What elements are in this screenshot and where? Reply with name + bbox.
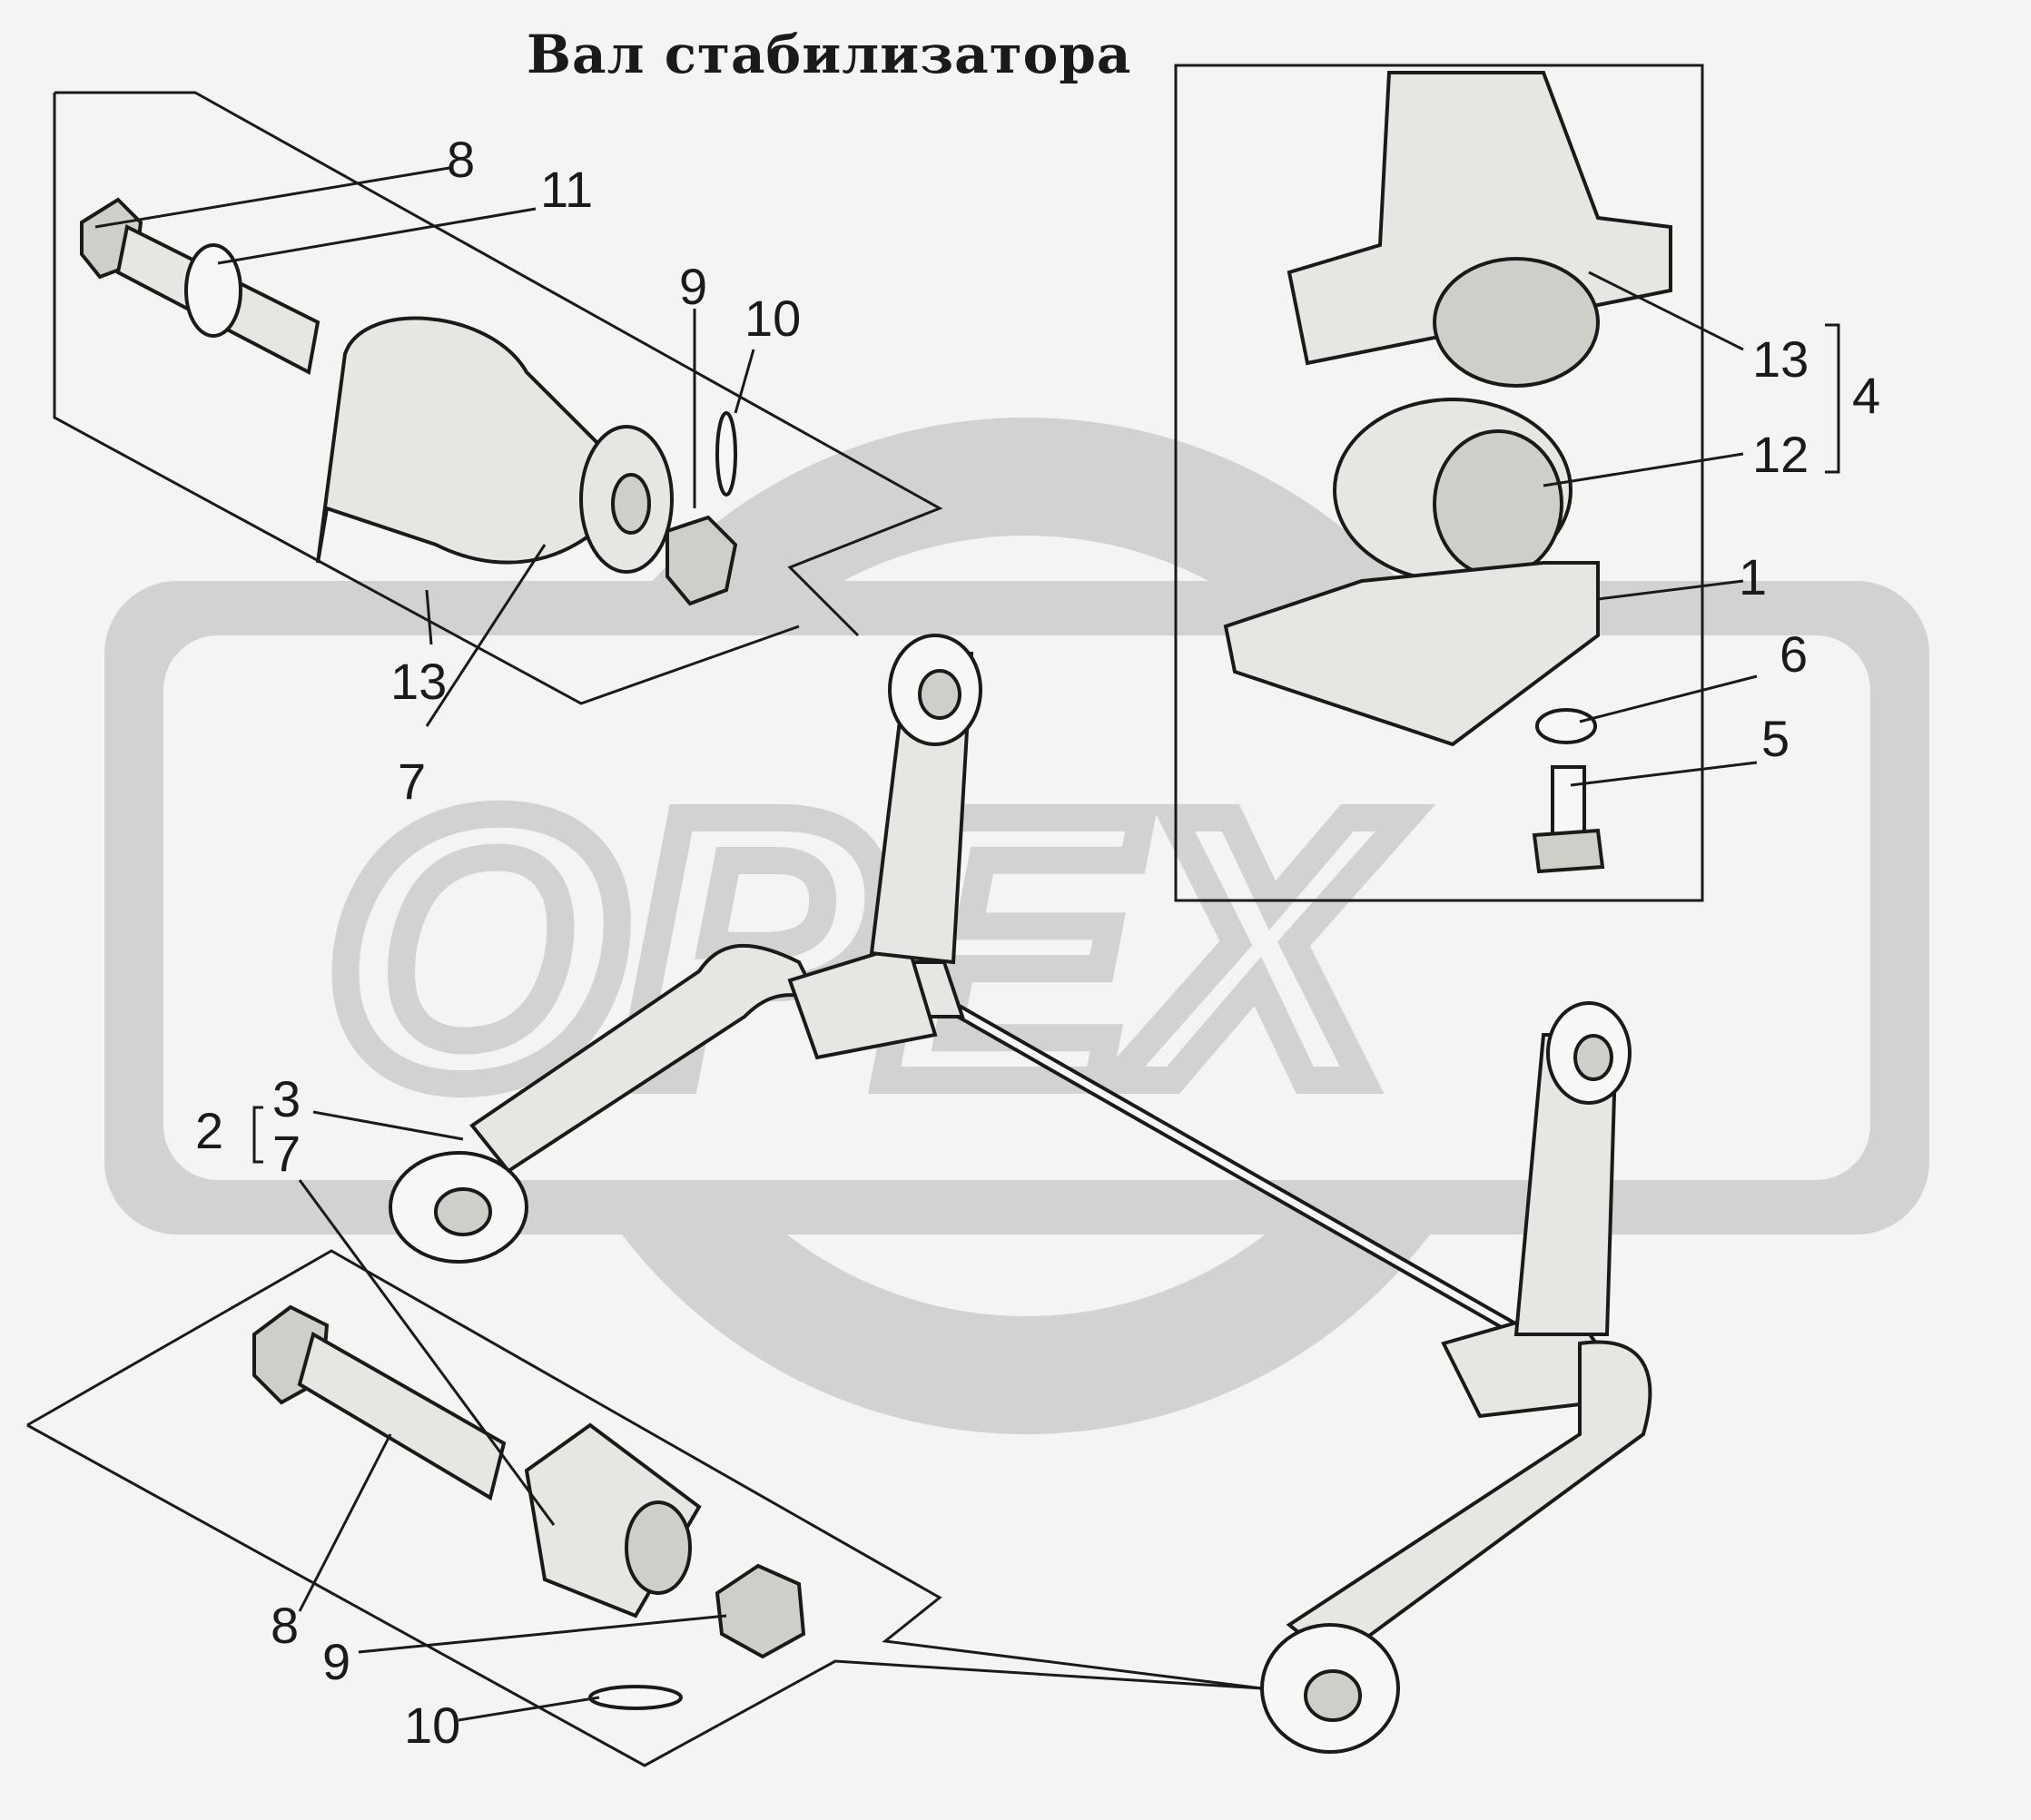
inset-bottom-left-frame-b	[26, 1423, 1263, 1767]
leader-8-bottom	[298, 1433, 392, 1612]
leader-10-bottom	[458, 1696, 600, 1722]
bolt-5-shank	[1551, 765, 1586, 837]
inset-top-right-parts	[1223, 71, 1672, 874]
diagram-title: Вал стабилизатора	[527, 24, 1132, 85]
callout-3: 3	[272, 1070, 301, 1127]
bushing-7-top-hole	[611, 473, 651, 535]
callout-12: 12	[1752, 426, 1809, 483]
right-lever-eye-hole	[1304, 1669, 1362, 1722]
callout-8-top: 8	[447, 131, 475, 188]
washer-11	[184, 243, 242, 338]
callout-7-bottom: 7	[272, 1125, 301, 1182]
callout-1: 1	[1739, 548, 1767, 605]
left-lever-arm	[469, 943, 821, 1174]
callout-6: 6	[1780, 625, 1808, 683]
callout-5: 5	[1761, 710, 1789, 767]
callout-9-bottom: 9	[322, 1633, 350, 1690]
leader-1	[1597, 579, 1744, 601]
callout-13-top: 13	[390, 653, 447, 710]
callout-7-top: 7	[398, 753, 426, 810]
left-link-eye-hole	[918, 669, 961, 720]
inset-top-left-parts	[80, 197, 738, 606]
callout-8-bottom: 8	[271, 1597, 299, 1654]
callout-2: 2	[195, 1102, 223, 1159]
bolt-5-head	[1532, 828, 1605, 874]
right-lever-arm	[1286, 1340, 1652, 1664]
leader-6	[1579, 674, 1758, 723]
rubber-bushing-12-hole	[1433, 429, 1563, 578]
inset-top-left-frame-a	[54, 91, 943, 637]
bolt-shank-bottom	[297, 1331, 507, 1501]
callout-11: 11	[540, 161, 593, 218]
leader-3	[312, 1110, 464, 1141]
watermark-text: OPEX	[327, 736, 1406, 1162]
cotter-pin-top	[715, 411, 737, 497]
bracket-4	[1825, 323, 1840, 474]
callout-9-top: 9	[679, 258, 707, 315]
lock-washer-6	[1535, 708, 1597, 744]
leader-11	[217, 207, 537, 265]
callout-labels: 8 11 9 10 13 7 13 12 4 1 6 5 2 3 7 8 9 1…	[195, 131, 1880, 1754]
inset-top-right-frame	[1174, 64, 1704, 902]
callout-13-right: 13	[1752, 330, 1809, 388]
left-bracket-base	[787, 941, 938, 1060]
inset-bottom-left-frame-a	[26, 1249, 1263, 1690]
castle-nut-top	[665, 515, 738, 606]
leader-lines	[94, 166, 1840, 1722]
cap-13-arch	[1433, 257, 1600, 388]
stabilizer-assembly	[389, 634, 1652, 1754]
inset-bottom-left-parts	[252, 1304, 806, 1710]
bracket-2	[252, 1106, 263, 1164]
leader-9-bottom	[358, 1614, 727, 1654]
callout-10-bottom: 10	[404, 1697, 460, 1754]
cotter-pin-bottom	[588, 1685, 683, 1710]
leader-13-right	[1588, 271, 1744, 351]
leader-10-top	[734, 349, 755, 414]
left-lever-eye-hole	[434, 1187, 492, 1236]
callout-10-top: 10	[744, 290, 801, 347]
castle-nut-bottom	[715, 1563, 806, 1659]
leader-13-top	[425, 589, 433, 645]
leader-7-bottom	[298, 1179, 556, 1526]
right-link-eye-hole	[1573, 1034, 1613, 1081]
callout-4: 4	[1852, 367, 1880, 424]
leader-12	[1543, 452, 1744, 487]
leader-8-top	[94, 166, 450, 229]
leader-7-top	[425, 544, 547, 727]
leader-5	[1570, 761, 1758, 787]
bushing-7-bottom-hole	[625, 1500, 692, 1595]
watermark: OPEX	[104, 418, 1929, 1434]
